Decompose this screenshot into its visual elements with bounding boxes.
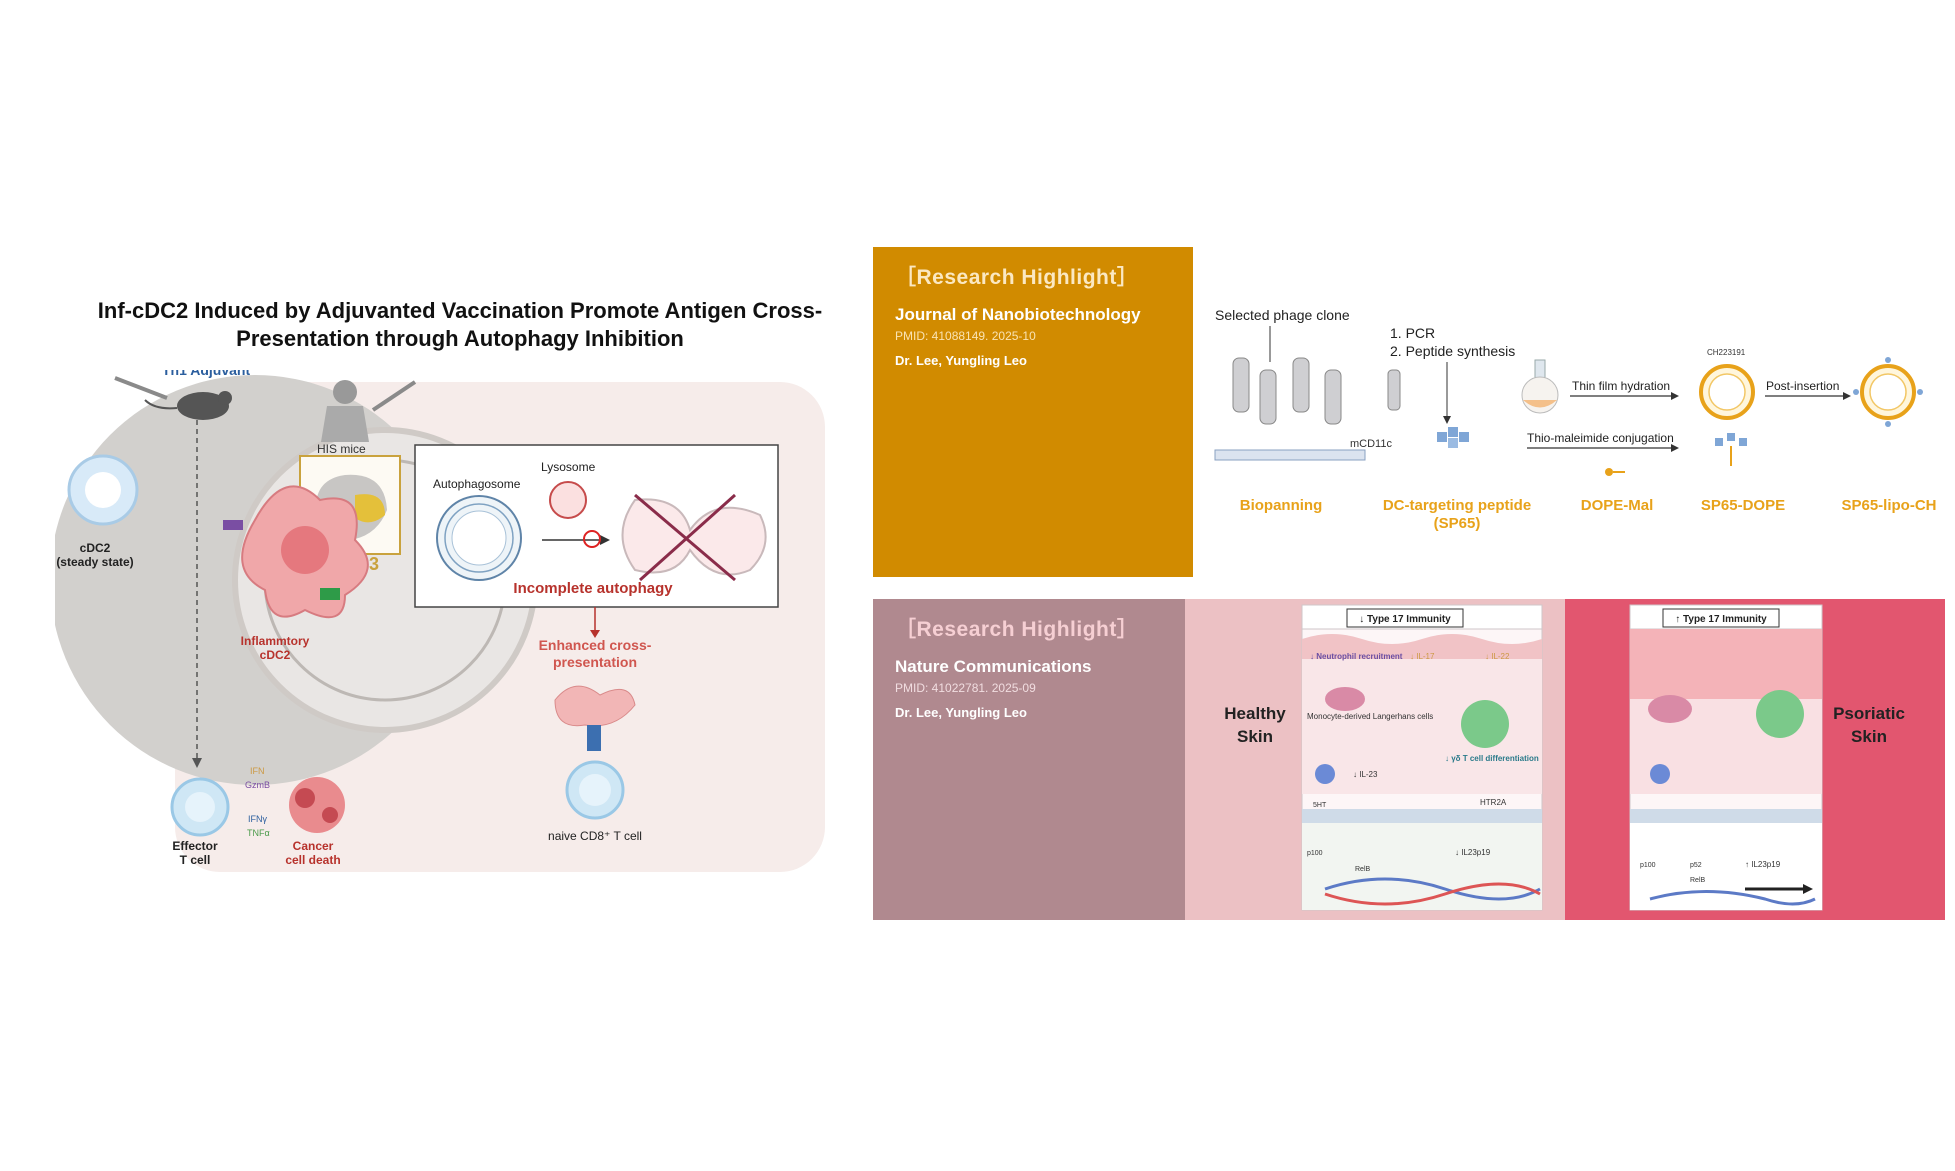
skin-schematic: Healthy Skin ↓ Type 17 Immunity ↓ Neutro… (1224, 604, 1905, 911)
il22-label: ↓ IL-22 (1485, 652, 1510, 661)
phage-icons (1214, 357, 1366, 461)
highlight2-tag: ［Research Highlight］ (895, 618, 1139, 641)
healthy-label-line1: Healthy (1224, 704, 1286, 723)
cdc2-label-line2: (steady state) (56, 555, 133, 569)
highlight-card-2: ［Research Highlight］ Nature Communicatio… (873, 599, 1185, 920)
neutrophil-label: ↓ Neutrophil recruitment (1310, 652, 1403, 661)
htr2a-label: HTR2A (1480, 798, 1507, 807)
il23p19-up-label: ↑ IL23p19 (1745, 860, 1781, 869)
lysosome-icon (549, 481, 587, 519)
peptide-icon (1437, 427, 1469, 448)
thio-label: Thio-maleimide conjugation (1527, 431, 1674, 445)
ifng-label: IFNγ (248, 814, 267, 824)
peptide-synthesis-label: 2. Peptide synthesis (1390, 343, 1515, 359)
highlight1-meta: PMID: 41088149. 2025-10 (895, 329, 1036, 343)
selected-phage-label: Selected phage clone (1215, 307, 1350, 323)
relb-label-healthy: RelB (1355, 866, 1371, 873)
psoriatic-label-line2: Skin (1851, 727, 1887, 746)
flask-icon (1521, 359, 1559, 414)
highlight2-journal: Nature Communications (895, 657, 1092, 676)
sp65-dope-icon (1715, 433, 1747, 466)
step-sp65-sub: (SP65) (1434, 515, 1481, 532)
inflammatory-cdc2-icon (223, 485, 369, 619)
thin-film-label: Thin film hydration (1572, 379, 1670, 393)
tnfa-label: TNFα (247, 828, 270, 838)
ch223191-label: CH223191 (1707, 348, 1746, 357)
highlight2-author: Dr. Lee, Yungling Leo (895, 705, 1027, 720)
highlight1-journal: Journal of Nanobiotechnology (895, 305, 1141, 324)
cdc2-label-line1: cDC2 (80, 541, 111, 555)
inflam-label-line2: cDC2 (260, 648, 291, 662)
effector-label-line1: Effector (172, 839, 218, 853)
mouse-icon (114, 376, 232, 420)
figure-title-line1: Inf-cDC2 Induced by Adjuvanted Vaccinati… (97, 298, 823, 323)
gd-t-label: ↓ γδ T cell differentiation (1445, 754, 1539, 763)
his-mice-label: HIS mice (317, 442, 366, 456)
p100-label-healthy: p100 (1307, 850, 1323, 857)
inflam-label-line1: Inflammtory (241, 634, 310, 648)
th1-adjuvant-label: Th1 Adjuvant (162, 370, 250, 378)
mcd11c-label: mCD11c (1350, 438, 1392, 450)
p52-label: p52 (1690, 862, 1702, 869)
step-biopanning: Biopanning (1240, 497, 1323, 514)
step-dope-mal: DOPE-Mal (1581, 497, 1654, 514)
dc-cross-presentation-icon (554, 685, 636, 820)
naive-t-label: naive CD8⁺ T cell (548, 829, 642, 843)
highlight1-author: Dr. Lee, Yungling Leo (895, 353, 1027, 368)
human-icon (321, 380, 417, 442)
lysosome-label: Lysosome (541, 460, 596, 474)
enhanced-label-line2: presentation (553, 654, 637, 670)
figure-title: Inf-cDC2 Induced by Adjuvanted Vaccinati… (60, 297, 860, 353)
effector-t-cell-icon (170, 777, 230, 837)
figure-illustration: Th1 Adjuvant HIS mice DC3 cDC2 (steady s… (55, 370, 825, 872)
fusion-icon (621, 493, 767, 582)
step-dc-targeting: DC-targeting peptide (1383, 497, 1531, 514)
gzmb-label: GzmB (245, 780, 270, 790)
monocyte-label: Monocyte-derived Langerhans cells (1307, 712, 1433, 721)
enhanced-label-line1: Enhanced cross- (539, 637, 652, 653)
liposome-icon (1699, 364, 1755, 420)
highlight-card-1: ［Research Highlight］ Journal of Nanobiot… (873, 247, 1193, 577)
p100-label-psoriatic: p100 (1640, 862, 1656, 869)
block-icon (583, 530, 601, 548)
phage-small-icon (1387, 369, 1401, 411)
5ht-label-healthy: 5HT (1313, 802, 1327, 809)
step-sp65-dope: SP65-DOPE (1701, 497, 1785, 514)
healthy-diagram (1301, 604, 1543, 911)
psoriatic-diagram (1629, 604, 1823, 911)
nanobiotech-schematic: Selected phage clone mCD11c 1. PCR 2. Pe… (1214, 307, 1937, 532)
il23-label: ↓ IL-23 (1353, 770, 1378, 779)
highlight1-tag: ［Research Highlight］ (895, 266, 1139, 289)
step-sp65-lipo-ch: SP65-lipo-CH (1841, 497, 1936, 514)
highlight2-meta: PMID: 41022781. 2025-09 (895, 681, 1036, 695)
autophagosome-label: Autophagosome (433, 477, 521, 491)
il17-label: ↓ IL-17 (1410, 652, 1435, 661)
il23p19-down-label: ↓ IL23p19 (1455, 848, 1491, 857)
type17-up-label: ↑ Type 17 Immunity (1675, 614, 1767, 625)
figure-title-line2: Presentation through Autophagy Inhibitio… (236, 326, 684, 351)
cancer-label-line2: cell death (285, 853, 340, 867)
type17-down-label: ↓ Type 17 Immunity (1359, 614, 1451, 625)
cancer-label-line1: Cancer (293, 839, 334, 853)
psoriatic-label-line1: Psoriatic (1833, 704, 1905, 723)
autophagosome-icon (436, 495, 522, 581)
post-insertion-label: Post-insertion (1766, 379, 1839, 393)
steady-cdc2-icon (67, 454, 139, 526)
pcr-label: 1. PCR (1390, 325, 1435, 341)
relb-label-psoriatic: RelB (1690, 877, 1706, 884)
ifn-label: IFN (250, 766, 265, 776)
cancer-cell-icon (289, 777, 345, 833)
effector-label-line2: T cell (180, 853, 211, 867)
healthy-label-line2: Skin (1237, 727, 1273, 746)
dope-mal-icon (1605, 468, 1625, 476)
sp65-lipo-ch-icon (1853, 357, 1923, 427)
incomplete-autophagy-label: Incomplete autophagy (513, 580, 673, 597)
